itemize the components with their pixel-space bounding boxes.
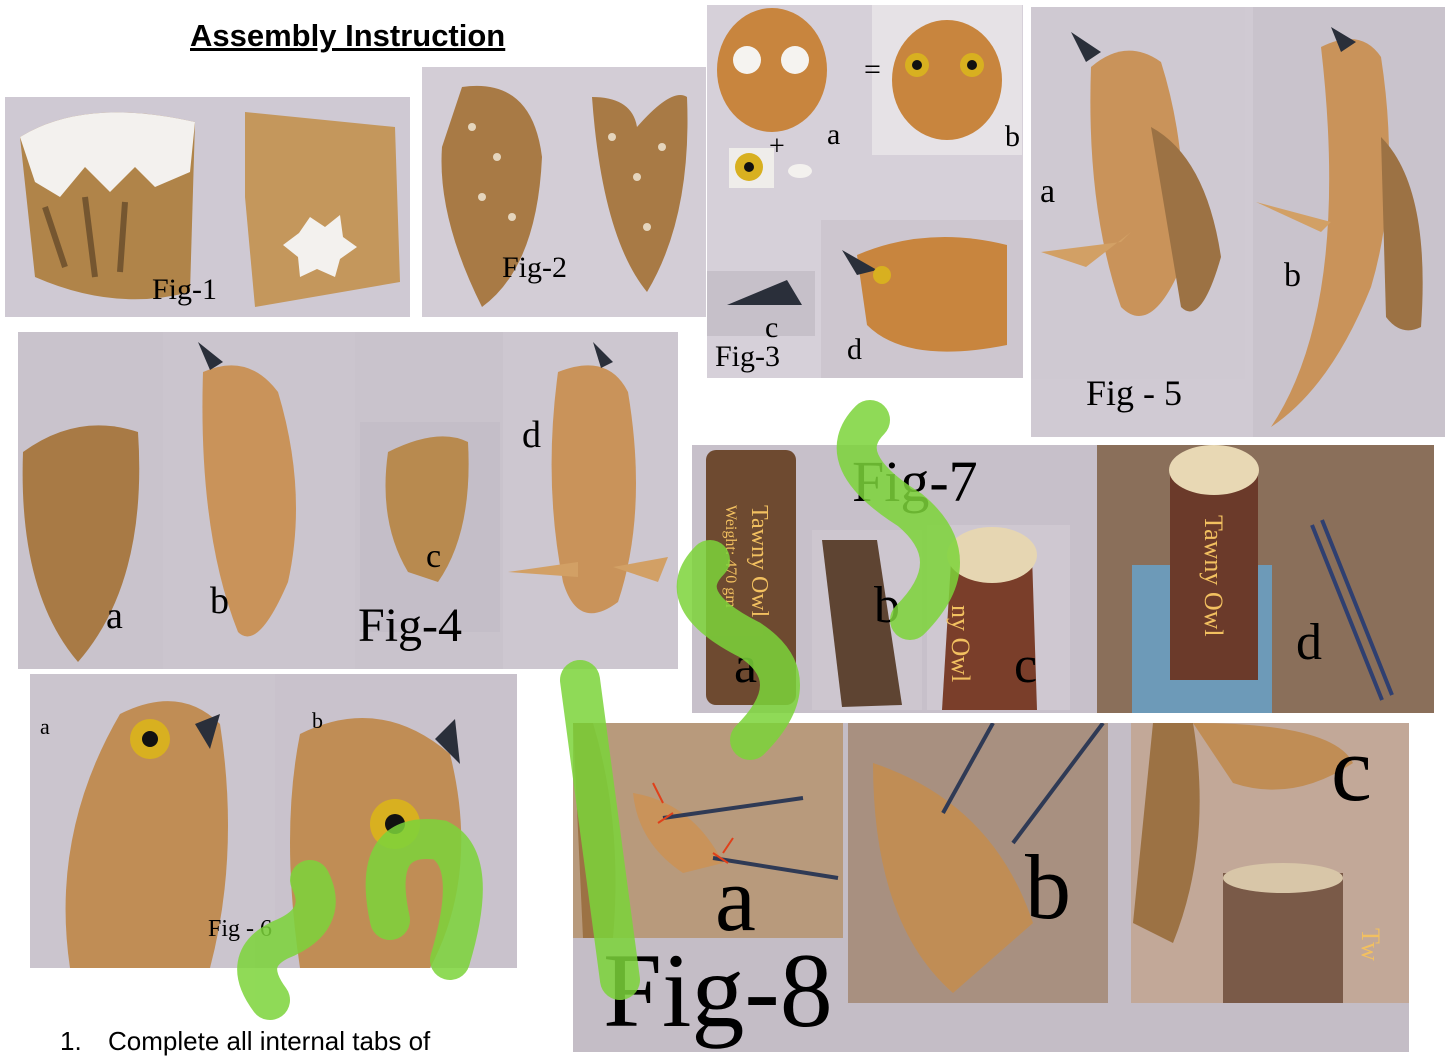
fig5-sub-b: b	[1284, 259, 1301, 293]
fig7-sub-d: d	[1296, 617, 1322, 669]
fig3-sub-a: a	[827, 120, 840, 150]
fig7-stand-text-c: ny Owl	[947, 605, 973, 682]
instruction-number: 1.	[60, 1026, 108, 1057]
fig7-panel: Tawny Owl Weight: 470 gm ny Owl Tawny Ow…	[692, 445, 1434, 713]
fig4-sub-d: d	[522, 416, 541, 454]
fig8-label: Fig-8	[603, 938, 833, 1044]
fig6-panel: a b Fig - 6	[30, 674, 517, 968]
fig3-sub-d: d	[847, 335, 862, 365]
fig5-sub-a: a	[1040, 175, 1055, 209]
fig7-stand-text-a: Tawny Owl	[747, 505, 771, 617]
fig6-photo	[30, 674, 517, 968]
fig8-panel: a b c Tw Fig-8	[573, 723, 1409, 1052]
fig7-stand-text-d: Tawny Owl	[1200, 515, 1226, 637]
fig3-sub-c: c	[765, 313, 778, 343]
fig1-label: Fig-1	[152, 275, 217, 305]
fig8-sub-b: b	[1025, 841, 1071, 933]
fig2-panel: Fig-2	[422, 67, 706, 317]
fig8-stand-text-c: Tw	[1357, 928, 1383, 961]
fig5-label: Fig - 5	[1086, 375, 1182, 411]
fig7-label: Fig-7	[852, 453, 978, 511]
fig3-equals: =	[864, 55, 881, 85]
page-title: Assembly Instruction	[190, 18, 505, 54]
fig6-label: Fig - 6	[208, 917, 272, 941]
fig4-panel: a b c d Fig-4	[18, 332, 678, 669]
fig5-panel: a b Fig - 5	[1031, 7, 1445, 437]
fig3-sub-b: b	[1005, 122, 1020, 152]
fig6-sub-b: b	[312, 710, 323, 732]
fig3-label: Fig-3	[715, 342, 780, 372]
fig7-sub-c: c	[1014, 640, 1037, 692]
fig1-panel: Fig-1	[5, 97, 410, 317]
fig2-label: Fig-2	[502, 253, 567, 283]
fig7-sub-b: b	[874, 580, 900, 632]
fig4-sub-a: a	[106, 597, 123, 635]
fig4-sub-c: c	[426, 540, 441, 574]
fig7-stand-text-a2: Weight: 470 gm	[722, 505, 738, 608]
fig3-plus: +	[769, 133, 785, 161]
fig6-sub-a: a	[40, 716, 50, 738]
fig3-panel: = + a b c d Fig-3	[707, 5, 1023, 378]
instruction-list: 1.Complete all internal tabs of	[60, 1026, 430, 1057]
fig4-sub-b: b	[210, 582, 229, 620]
fig8-sub-c: c	[1331, 723, 1372, 815]
fig4-label: Fig-4	[358, 602, 462, 650]
fig7-sub-a: a	[734, 640, 757, 692]
fig7-photo	[692, 445, 1434, 713]
